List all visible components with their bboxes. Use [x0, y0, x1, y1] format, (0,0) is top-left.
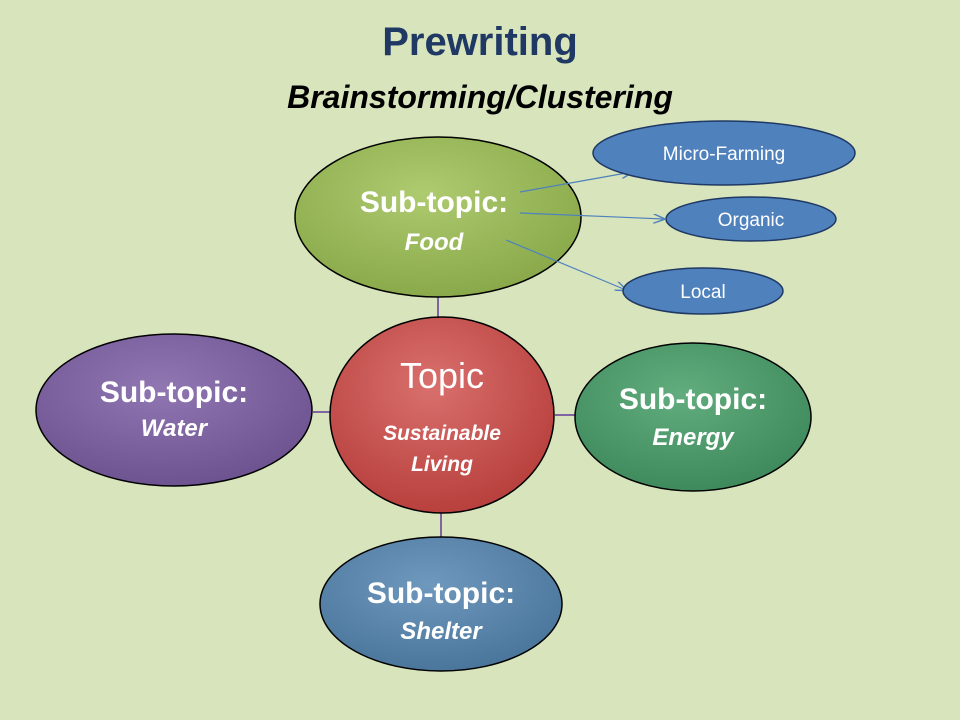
subtopic-shelter-label: Sub-topic:: [367, 577, 515, 610]
leaf-organic[interactable]: Organic: [665, 196, 837, 242]
slide-subtitle: Brainstorming/Clustering: [287, 79, 673, 115]
subtopic-water-shape: [35, 333, 313, 487]
subtopic-food-node[interactable]: Sub-topic: Food: [294, 136, 582, 298]
center-topic-node[interactable]: Topic Sustainable Living: [329, 316, 555, 514]
subtopic-food-shape: [294, 136, 582, 298]
center-topic-shape: [329, 316, 555, 514]
center-topic-line1: Sustainable: [383, 422, 501, 445]
leaf-micro-farming-shape: [592, 120, 856, 186]
arrow-to-local: [505, 239, 626, 290]
leaf-local-shape: [622, 267, 784, 315]
subtopic-shelter-node[interactable]: Sub-topic: Shelter: [319, 536, 563, 672]
leaf-local-label: Local: [680, 282, 725, 303]
center-topic-label: Topic: [400, 355, 484, 396]
subtopic-shelter-shape: [319, 536, 563, 672]
arrow-to-organic: [519, 212, 664, 219]
center-topic-line2: Living: [411, 453, 473, 476]
subtopic-energy-shape: [574, 342, 812, 492]
subtopic-energy-node[interactable]: Sub-topic: Energy: [574, 342, 812, 492]
connectors: [313, 296, 575, 538]
leaf-micro-farming-label: Micro-Farming: [663, 144, 785, 165]
subtopic-water-label: Sub-topic:: [100, 376, 248, 409]
leaf-local[interactable]: Local: [622, 267, 784, 315]
leaf-organic-shape: [665, 196, 837, 242]
subtopic-energy-label: Sub-topic:: [619, 383, 767, 416]
subtopic-energy-name: Energy: [652, 424, 735, 451]
subtopic-food-name: Food: [405, 229, 465, 256]
subtopic-water-name: Water: [141, 415, 209, 442]
subtopic-food-label: Sub-topic:: [360, 186, 508, 219]
leaf-organic-label: Organic: [718, 210, 785, 231]
subtopic-water-node[interactable]: Sub-topic: Water: [35, 333, 313, 487]
leaf-micro-farming[interactable]: Micro-Farming: [592, 120, 856, 186]
subtopic-shelter-name: Shelter: [400, 618, 483, 645]
arrow-to-micro-farming: [519, 172, 632, 193]
slide-title: Prewriting: [382, 20, 578, 64]
food-arrows: [505, 172, 664, 290]
